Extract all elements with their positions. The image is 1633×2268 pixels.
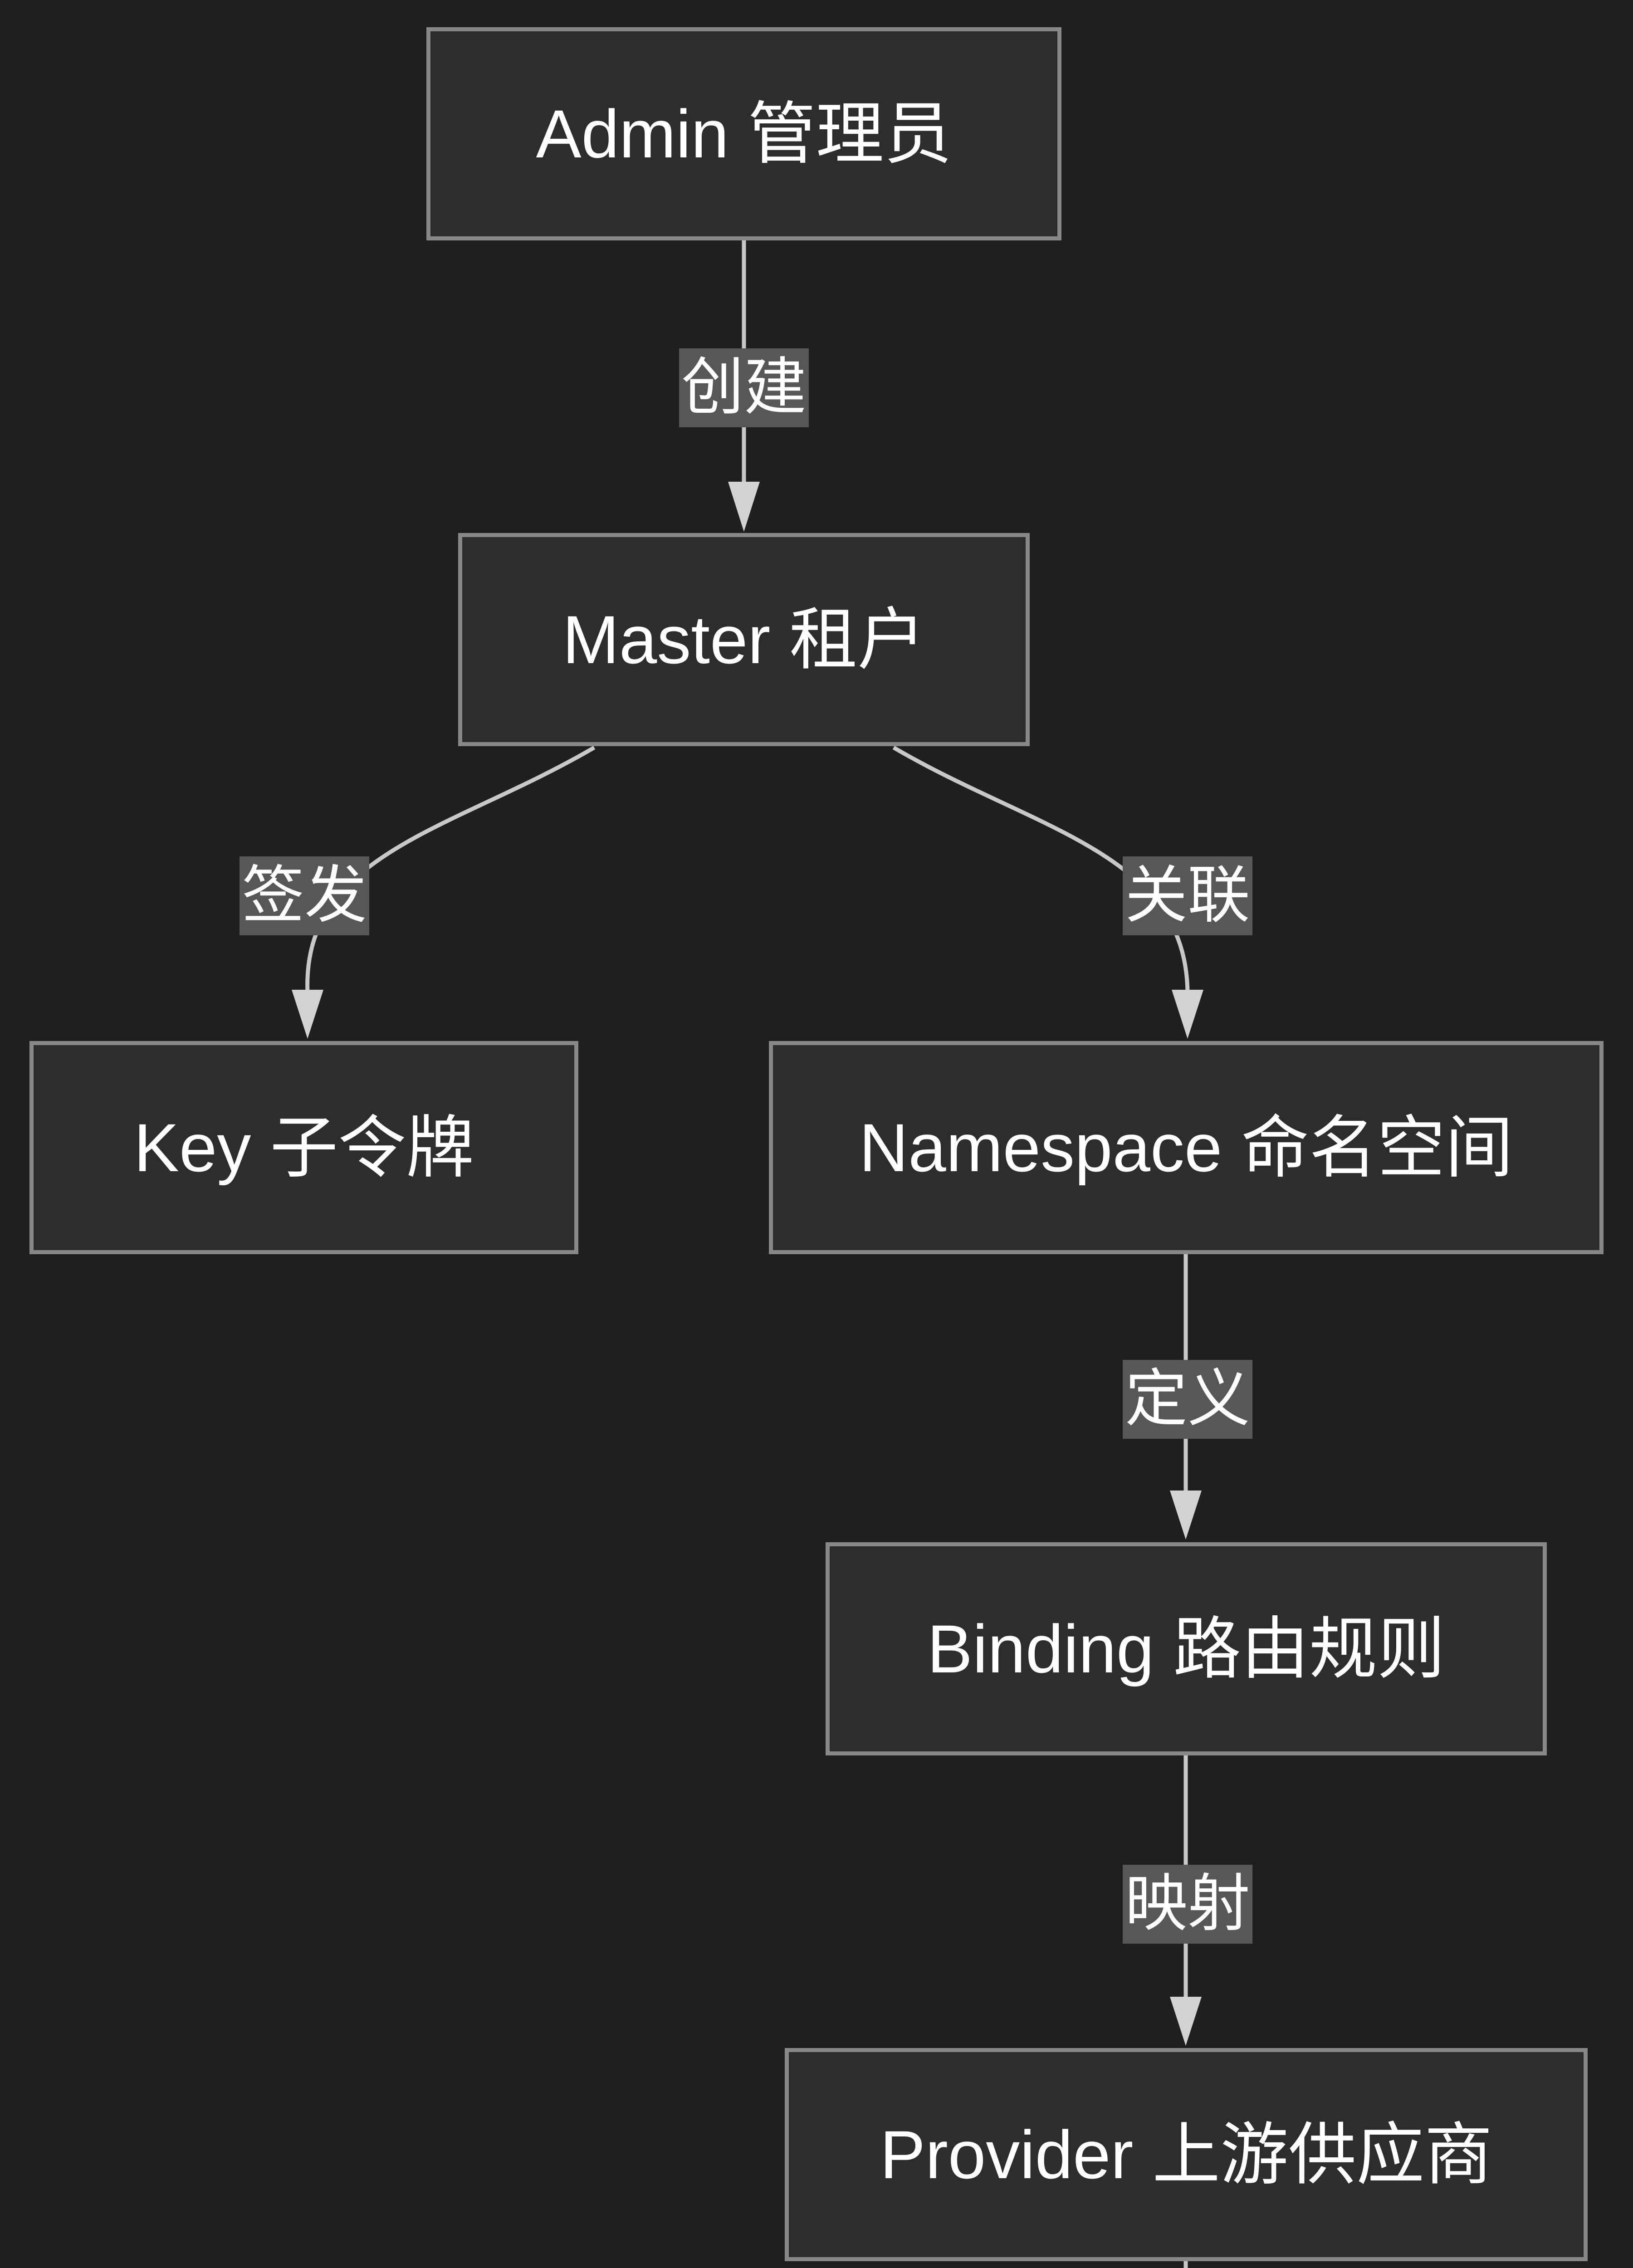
node-key: Key 子令牌	[29, 1041, 578, 1254]
edge-label-associate: 关联	[1123, 856, 1252, 935]
edge-label-issue: 签发	[240, 856, 369, 935]
node-admin: Admin 管理员	[426, 27, 1061, 240]
edge-label-create: 创建	[679, 348, 809, 427]
arrowhead-master-key	[292, 990, 323, 1039]
edge-master-namespace	[892, 746, 1190, 993]
edge-label-map: 映射	[1123, 1865, 1252, 1944]
arrowhead-namespace-binding	[1170, 1491, 1202, 1540]
node-provider: Provider 上游供应商	[785, 2048, 1588, 2261]
arrowhead-master-namespace	[1172, 990, 1203, 1039]
node-master: Master 租户	[458, 533, 1030, 746]
arrowhead-binding-provider	[1170, 1997, 1202, 2046]
node-namespace: Namespace 命名空间	[769, 1041, 1604, 1254]
node-binding: Binding 路由规则	[826, 1542, 1547, 1755]
edge-label-define: 定义	[1123, 1360, 1252, 1439]
edge-master-key	[305, 746, 596, 993]
arrowhead-admin-master	[728, 482, 760, 532]
